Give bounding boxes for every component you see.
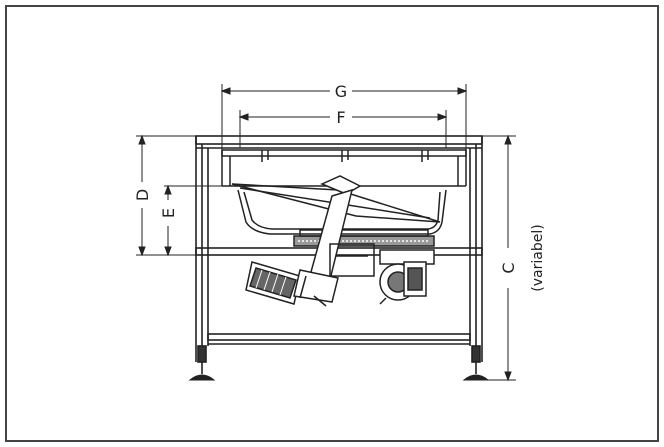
- bowl-assembly: [221, 149, 467, 247]
- dimension-g-label: G: [335, 82, 347, 101]
- dimension-f-label: F: [336, 108, 345, 127]
- variable-note: (variabel): [530, 224, 546, 291]
- pump-unit: [379, 249, 435, 305]
- dimension-e-label: E: [159, 208, 178, 218]
- dimension-c-label: C: [499, 262, 518, 273]
- dimension-lines: [136, 84, 516, 382]
- left-foot-pad: [188, 374, 216, 381]
- right-foot-pad: [462, 374, 490, 381]
- drawing-border: [5, 5, 659, 442]
- machine-frame: [195, 135, 483, 374]
- drive-shaft: [305, 175, 375, 297]
- gear-motor: [245, 261, 339, 307]
- dimension-d-label: D: [133, 189, 152, 201]
